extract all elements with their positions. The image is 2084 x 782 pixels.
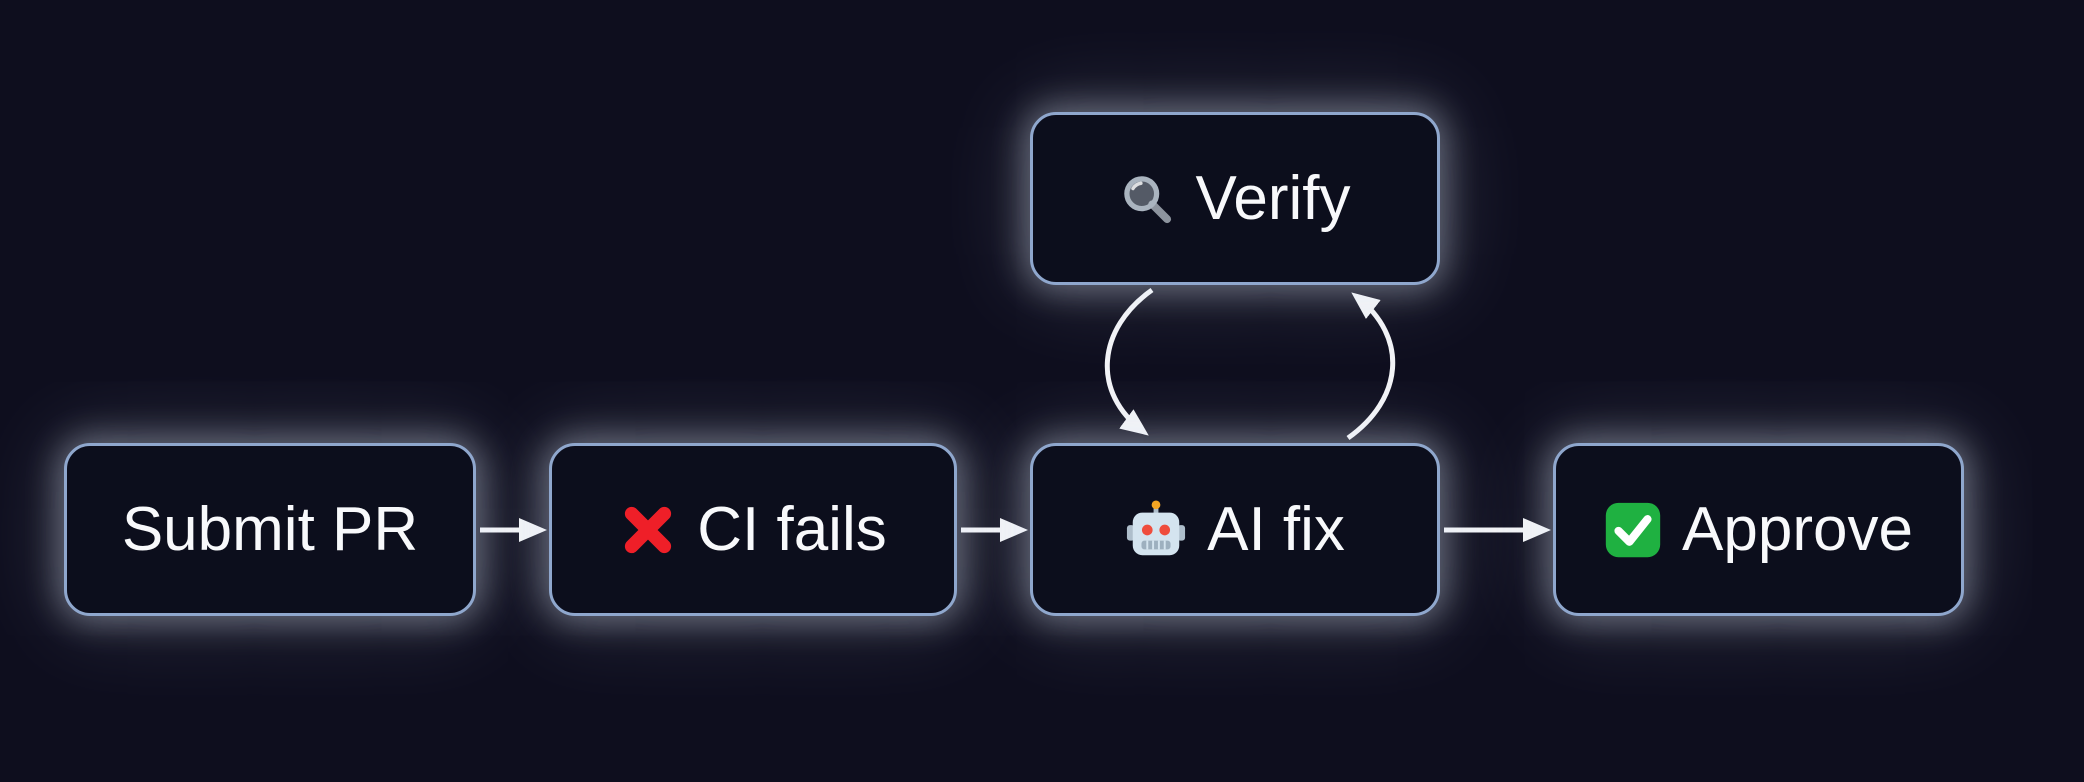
arrow-verify-to-ai (1104, 287, 1154, 436)
node-submit-pr: Submit PR (64, 443, 476, 616)
magnifying-glass-icon (1119, 171, 1175, 227)
check-mark-icon (1604, 501, 1662, 559)
node-ci-fails-label: CI fails (697, 494, 887, 564)
node-ai-fix-label: AI fix (1207, 494, 1345, 564)
node-approve-label: Approve (1682, 494, 1913, 564)
node-approve: Approve (1553, 443, 1964, 616)
node-ai-fix: AI fix (1030, 443, 1440, 616)
node-verify-label: Verify (1195, 163, 1351, 233)
node-verify: Verify (1030, 112, 1440, 285)
cross-mark-icon (619, 501, 677, 559)
robot-icon (1125, 499, 1187, 561)
node-ci-fails: CI fails (549, 443, 957, 616)
arrow-ai-to-verify (1346, 292, 1396, 441)
node-submit-pr-label: Submit PR (121, 494, 419, 564)
